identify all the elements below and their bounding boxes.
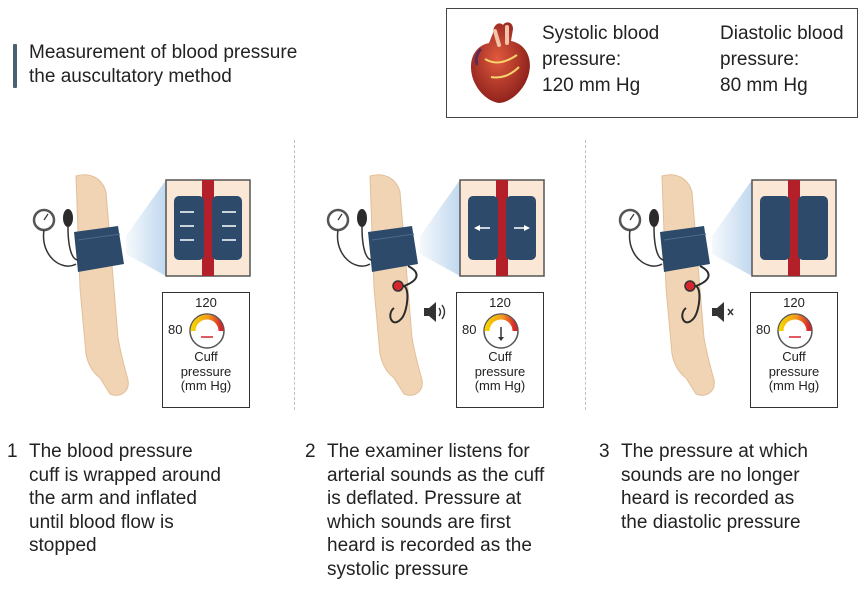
gauge-caption-line-2: pressure	[457, 365, 543, 380]
gauge-caption: Cuff pressure (mm Hg)	[163, 350, 249, 394]
systolic-value: 120 mm Hg	[542, 73, 659, 99]
step-caption-3: 3 The pressure at which sounds are no lo…	[599, 440, 808, 534]
sphygmomanometer-icon	[34, 209, 78, 266]
speaker-muted-icon	[712, 302, 733, 322]
title-line-1: Measurement of blood pressure	[29, 41, 297, 65]
diastolic-legend: Diastolic blood pressure: 80 mm Hg	[720, 21, 844, 99]
gauge-systolic-label: 120	[751, 295, 837, 310]
gauge-caption-line-2: pressure	[751, 365, 837, 380]
sphygmomanometer-icon	[328, 209, 372, 266]
gauge-caption: Cuff pressure (mm Hg)	[457, 350, 543, 394]
diastolic-line-2: pressure:	[720, 47, 844, 73]
diastolic-value: 80 mm Hg	[720, 73, 844, 99]
title-accent-bar	[13, 44, 17, 88]
gauge-caption-line-3: (mm Hg)	[163, 379, 249, 394]
diastolic-line-1: Diastolic blood	[720, 21, 844, 47]
systolic-legend: Systolic blood pressure: 120 mm Hg	[542, 21, 659, 99]
step-text: The pressure at which sounds are no long…	[621, 440, 808, 534]
gauge-dial-icon	[185, 309, 229, 349]
panel-divider	[294, 140, 295, 410]
gauge-diastolic-label: 80	[756, 322, 770, 337]
gauge-caption-line-2: pressure	[163, 365, 249, 380]
heart-icon	[465, 19, 537, 105]
gauge-caption-line-1: Cuff	[457, 350, 543, 365]
gauge-caption-line-3: (mm Hg)	[457, 379, 543, 394]
step-number: 1	[7, 440, 18, 464]
panel-step-1: 120 80 Cuff pressure (mm Hg)	[14, 168, 284, 418]
gauge-systolic-label: 120	[163, 295, 249, 310]
systolic-line-1: Systolic blood	[542, 21, 659, 47]
gauge-dial-icon	[479, 309, 523, 349]
artery-inset	[166, 180, 250, 276]
step-caption-1: 1 The blood pressure cuff is wrapped aro…	[7, 440, 221, 558]
step-text: The blood pressure cuff is wrapped aroun…	[29, 440, 221, 558]
artery-inset	[752, 180, 836, 276]
step-text: The examiner listens for arterial sounds…	[327, 440, 544, 581]
cuff-pressure-gauge: 120 80 Cuff pressure (mm Hg)	[456, 292, 544, 408]
sphygmomanometer-icon	[620, 209, 664, 266]
gauge-diastolic-label: 80	[462, 322, 476, 337]
panel-divider	[585, 140, 586, 410]
diagram-title: Measurement of blood pressure the auscul…	[13, 41, 297, 89]
step-number: 3	[599, 440, 610, 464]
cuff-pressure-gauge: 120 80 Cuff pressure (mm Hg)	[750, 292, 838, 408]
panel-step-2: 120 80 Cuff pressure (mm Hg)	[308, 168, 578, 418]
cuff	[74, 226, 124, 272]
artery-inset	[460, 180, 544, 276]
pressure-legend-box: Systolic blood pressure: 120 mm Hg Diast…	[446, 8, 858, 118]
systolic-line-2: pressure:	[542, 47, 659, 73]
cuff-pressure-gauge: 120 80 Cuff pressure (mm Hg)	[162, 292, 250, 408]
gauge-caption-line-1: Cuff	[163, 350, 249, 365]
panel-step-3: 120 80 Cuff pressure (mm Hg)	[600, 168, 867, 418]
gauge-caption-line-3: (mm Hg)	[751, 379, 837, 394]
gauge-dial-icon	[773, 309, 817, 349]
title-line-2: the auscultatory method	[29, 65, 297, 89]
step-caption-2: 2 The examiner listens for arterial soun…	[305, 440, 544, 581]
speaker-sound-icon	[424, 302, 445, 322]
gauge-caption: Cuff pressure (mm Hg)	[751, 350, 837, 394]
gauge-diastolic-label: 80	[168, 322, 182, 337]
gauge-caption-line-1: Cuff	[751, 350, 837, 365]
cuff	[660, 226, 710, 272]
cuff	[368, 226, 418, 272]
step-number: 2	[305, 440, 316, 464]
gauge-systolic-label: 120	[457, 295, 543, 310]
